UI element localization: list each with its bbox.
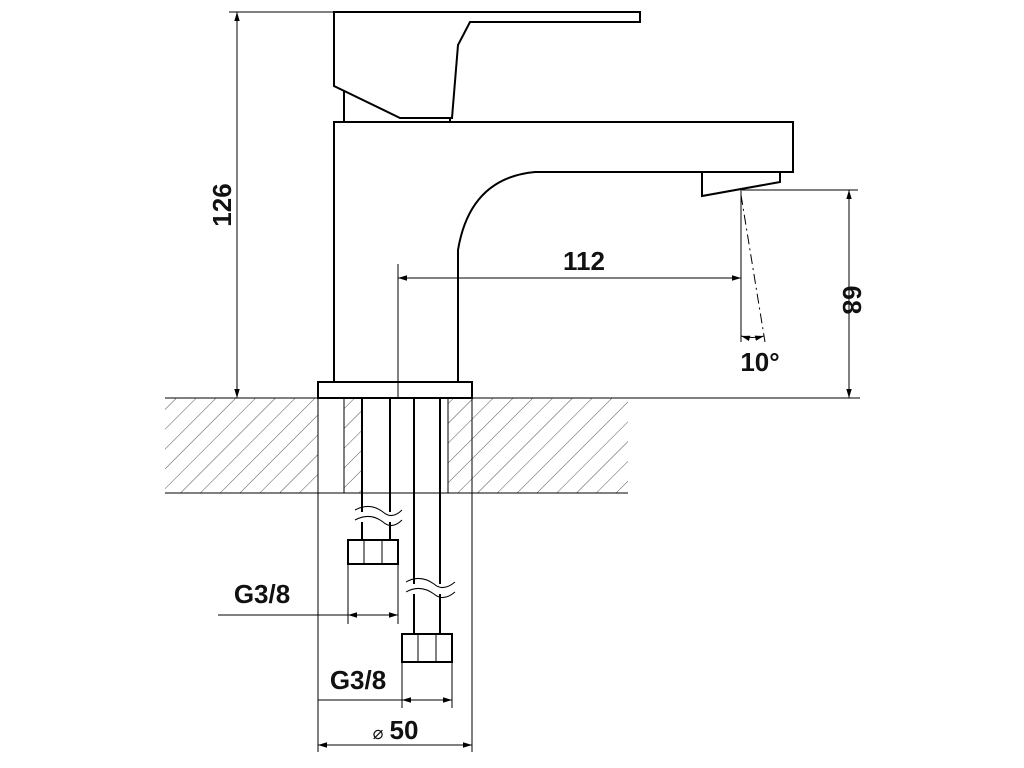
dimension-label-angle: 10° bbox=[740, 347, 779, 377]
base-plate bbox=[317, 381, 473, 399]
dimension-spout-height: 68 bbox=[742, 189, 867, 398]
hex-nut-lower bbox=[401, 633, 453, 663]
supply-pipe-left bbox=[354, 398, 403, 540]
spout-flow-axis bbox=[740, 194, 766, 343]
dimension-label-68: 68 bbox=[837, 286, 867, 315]
diameter-symbol: ⌀ bbox=[373, 723, 384, 743]
dimension-label-g38-upper: G3/8 bbox=[234, 579, 290, 609]
faucet-body bbox=[333, 121, 794, 383]
dimension-spout-angle: 10° bbox=[740, 335, 780, 377]
countertop-section bbox=[165, 397, 860, 494]
dimension-connector-upper: G3/8 bbox=[218, 564, 399, 624]
dimension-spout-reach: 112 bbox=[398, 246, 741, 281]
dimension-base-diameter: ⌀ 50 bbox=[317, 398, 473, 752]
hex-nut-upper bbox=[347, 539, 399, 565]
lever-handle bbox=[333, 11, 641, 123]
dimension-label-126: 126 bbox=[207, 183, 237, 226]
aerator bbox=[701, 171, 781, 198]
dimension-connector-lower: G3/8 bbox=[318, 662, 453, 708]
dimension-label-50: 50 bbox=[390, 715, 419, 745]
dimension-label-112: 112 bbox=[563, 246, 605, 276]
dimension-label-g38-lower: G3/8 bbox=[330, 665, 386, 695]
dimension-height-total: 126 bbox=[207, 11, 334, 399]
supply-pipe-right bbox=[405, 398, 456, 634]
